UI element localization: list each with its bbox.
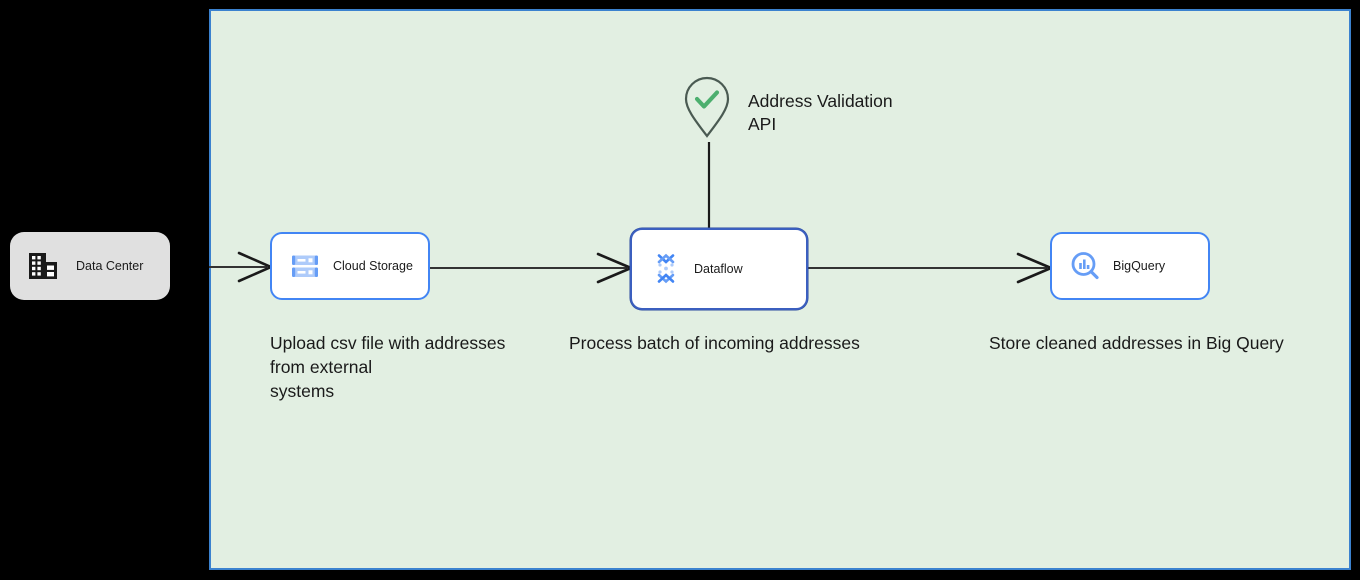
caption-dataflow: Process batch of incoming addresses	[569, 333, 860, 353]
external-api-node[interactable]: Address Validation API	[684, 76, 893, 138]
connector-dataflow-to-bigquery[interactable]	[806, 244, 1053, 292]
node-dataflow-label: Dataflow	[694, 261, 743, 276]
node-dataflow[interactable]: Dataflow	[630, 228, 808, 310]
node-cloud-storage-label: Cloud Storage	[333, 258, 413, 273]
node-data-center[interactable]: Data Center	[10, 232, 170, 300]
connector-api-to-dataflow[interactable]	[699, 142, 719, 234]
bigquery-icon	[1069, 250, 1101, 282]
external-api-label: Address Validation API	[748, 91, 893, 134]
node-data-center-label: Data Center	[76, 258, 144, 273]
map-pin-check-icon	[684, 76, 730, 138]
caption-bigquery: Store cleaned addresses in Big Query	[989, 333, 1284, 353]
node-cloud-storage[interactable]: Cloud Storage	[270, 232, 430, 300]
caption-cloud-storage: Upload csv file with addresses from exte…	[270, 333, 506, 401]
cloud-storage-icon	[290, 251, 320, 281]
connector-data-center-to-cloud-storage[interactable]	[209, 243, 273, 291]
node-bigquery-label: BigQuery	[1113, 258, 1166, 273]
dataflow-icon	[650, 253, 682, 285]
node-bigquery[interactable]: BigQuery	[1050, 232, 1210, 300]
data-center-icon	[26, 249, 60, 283]
connector-cloud-storage-to-dataflow[interactable]	[428, 244, 633, 292]
